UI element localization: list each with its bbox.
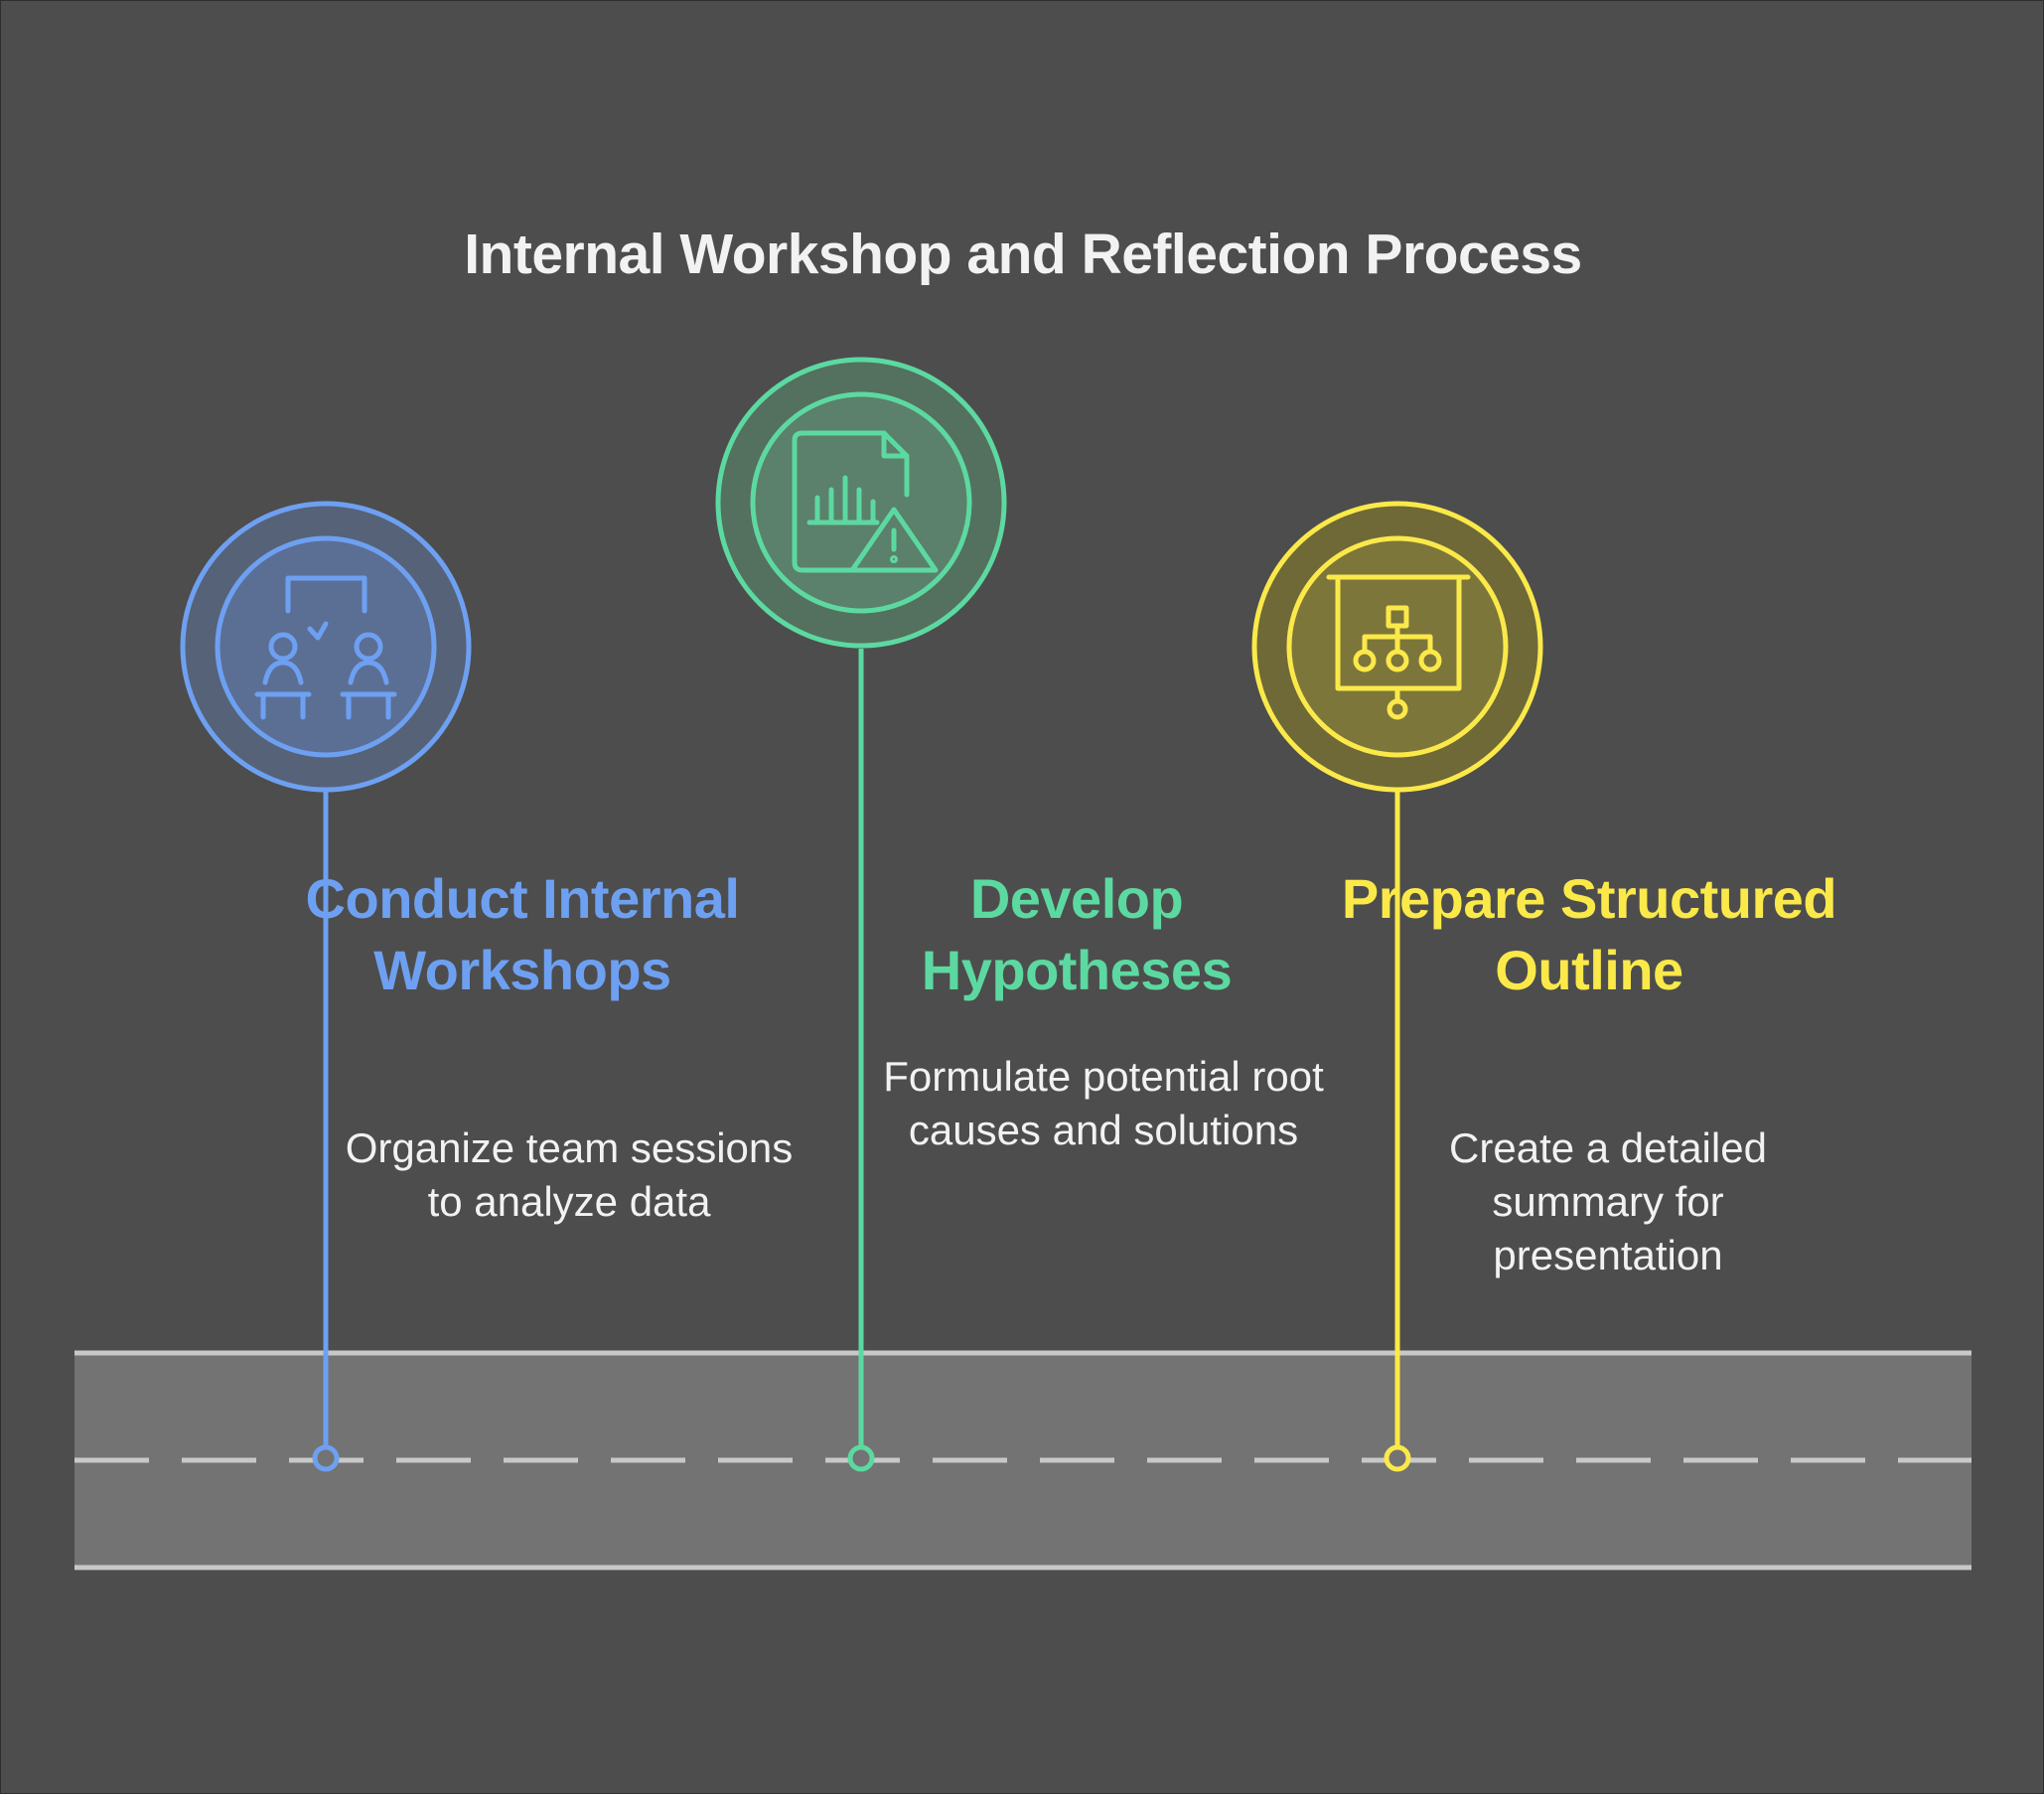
pin-dot-1 [312,1444,340,1472]
step-1-badge [180,501,472,793]
step-3-badge [1251,501,1543,793]
step-2-badge [715,357,1007,649]
road [74,1353,1971,1568]
step-1-heading: Conduct Internal Workshops [305,867,740,1001]
step-3-description: Create a detailed summary for presentati… [1449,1124,1767,1278]
pin-dot-2 [847,1444,875,1472]
step-1-description: Organize team sessions to analyze data [345,1124,794,1225]
pin-dot-3 [1384,1444,1411,1472]
workshop-meeting-icon [254,575,397,720]
report-warning-icon [792,430,939,573]
diagram-title: Internal Workshop and Reflection Process [464,223,1582,286]
step-2-description: Formulate potential root causes and solu… [883,1053,1324,1153]
step-2-heading: Develop Hypotheses [921,867,1233,1001]
step-3-heading: Prepare Structured Outline [1341,867,1837,1001]
presentation-hierarchy-icon [1326,574,1471,720]
